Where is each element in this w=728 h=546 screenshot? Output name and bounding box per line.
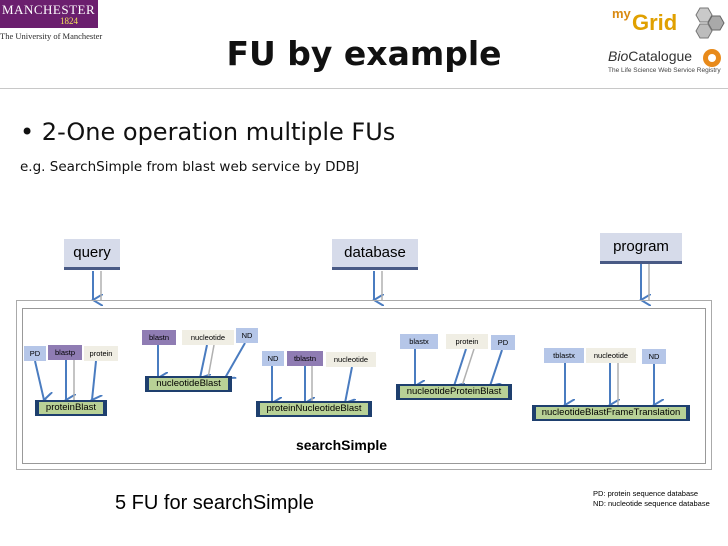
fu2-label: nucleotideBlast: [145, 376, 232, 392]
mygrid-biocatalogue-logo: my Grid BioCatalogue The Life Science We…: [606, 2, 728, 80]
university-name: MANCHESTER: [2, 2, 96, 17]
operation-outer-frame: [16, 300, 712, 470]
fu1-tag-type: protein: [84, 346, 118, 361]
operation-inner-frame: [22, 308, 706, 464]
fu2-tag-program: blastn: [142, 330, 176, 345]
fu5-tag-type: nucleotide: [586, 348, 636, 363]
fu1-name: proteinBlast: [39, 402, 103, 414]
fu1-tag-database: PD: [24, 346, 46, 361]
fu2-tag-type: nucleotide: [182, 330, 234, 345]
fu4-tag-database: PD: [491, 335, 515, 350]
university-logo-band: [0, 0, 98, 28]
fu5-label: nucleotideBlastFrameTranslation: [532, 405, 690, 421]
fu3-label: proteinNucleotideBlast: [256, 401, 372, 417]
slide-caption: 5 FU for searchSimple: [115, 492, 314, 514]
fu4-tag-program: blastx: [400, 334, 438, 349]
fu5-tag-database: ND: [642, 349, 666, 364]
legend-nd: ND: nucleotide sequence database: [593, 499, 710, 508]
mygrid-my: my: [612, 6, 631, 21]
legend: PD: protein sequence database ND: nucleo…: [593, 489, 710, 509]
fu4-label: nucleotideProteinBlast: [396, 384, 512, 400]
fu5-name: nucleotideBlastFrameTranslation: [536, 407, 686, 419]
hexagon-logo-icon: [695, 7, 725, 67]
biocatalogue-tagline: The Life Science Web Service Registry: [608, 67, 721, 74]
fu5-tag-program: tblastx: [544, 348, 584, 363]
fu2-name: nucleotideBlast: [149, 378, 228, 390]
mygrid-grid: Grid: [632, 10, 678, 35]
biocatalogue-bio: Bio: [608, 48, 629, 64]
fu3-name: proteinNucleotideBlast: [260, 403, 368, 415]
university-year: 1824: [60, 16, 78, 26]
biocatalogue-rest: Catalogue: [628, 48, 693, 64]
slide-title: FU by example: [226, 34, 502, 73]
fu1-tag-program: blastp: [48, 345, 82, 360]
input-query: query: [64, 239, 120, 270]
bullet-text: 2-One operation multiple FUs: [41, 118, 396, 146]
university-subtitle: The University of Manchester: [0, 31, 103, 41]
title-divider: [0, 88, 728, 89]
example-text: e.g. SearchSimple from blast web service…: [20, 159, 360, 175]
fu2-tag-database: ND: [236, 328, 258, 343]
fu3-tag-database: ND: [262, 351, 284, 366]
university-logo: MANCHESTER 1824 The University of Manche…: [0, 0, 102, 44]
bullet-point: • 2-One operation multiple FUs: [20, 118, 396, 146]
fu3-tag-type: nucleotide: [326, 352, 376, 367]
fu4-name: nucleotideProteinBlast: [400, 386, 508, 398]
operation-name: searchSimple: [296, 437, 388, 453]
input-program: program: [600, 233, 682, 264]
fu4-tag-type: protein: [446, 334, 488, 349]
input-database: database: [332, 239, 418, 270]
biocatalogue-name: BioCatalogue: [608, 48, 692, 64]
fu1-label: proteinBlast: [35, 400, 107, 416]
fu3-tag-program: tblastn: [287, 351, 323, 366]
legend-pd: PD: protein sequence database: [593, 489, 699, 498]
